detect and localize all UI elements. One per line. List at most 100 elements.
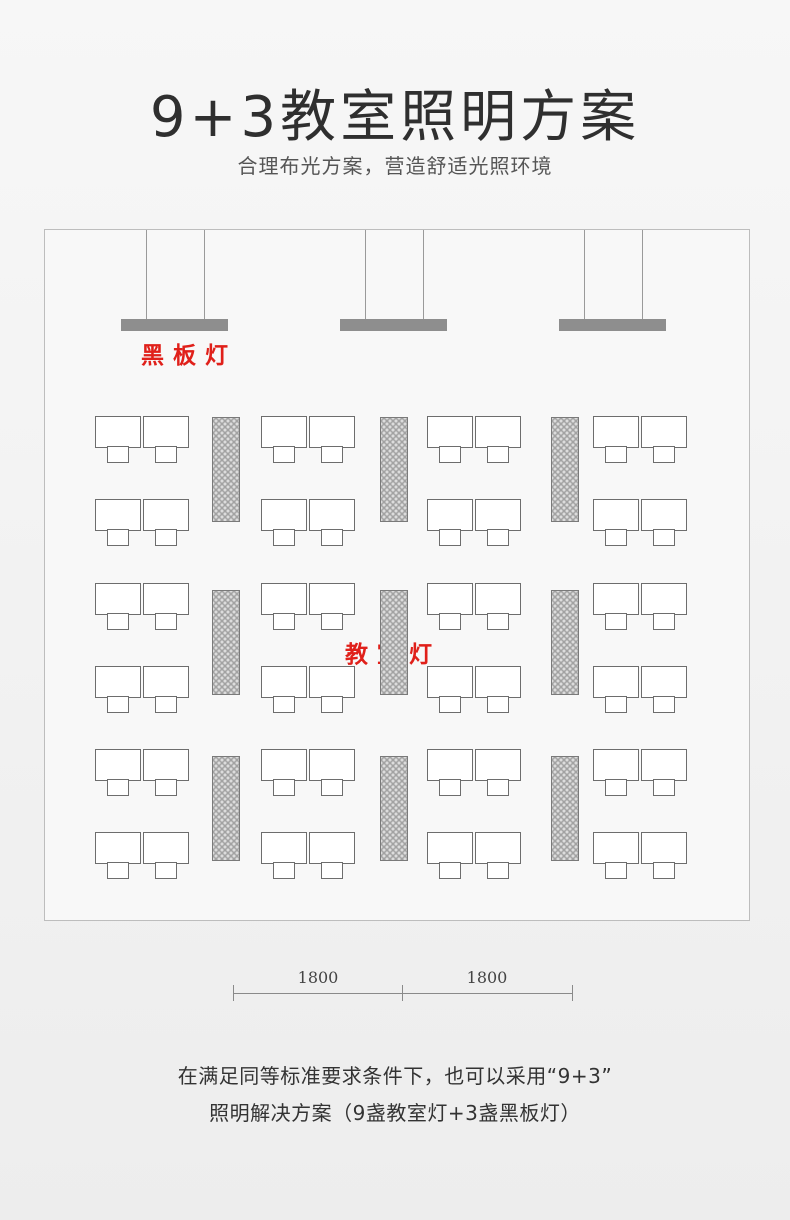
desk [593, 416, 639, 448]
desk [475, 583, 521, 615]
dimension-tick [572, 985, 573, 1001]
desk [95, 583, 141, 615]
chair [321, 446, 343, 463]
chair [487, 529, 509, 546]
desk [309, 749, 355, 781]
chair [439, 862, 461, 879]
chair [605, 862, 627, 879]
chair [107, 529, 129, 546]
desk [261, 749, 307, 781]
desk [593, 499, 639, 531]
desk [641, 583, 687, 615]
chair [653, 779, 675, 796]
chair [273, 696, 295, 713]
chair [273, 779, 295, 796]
chair [487, 446, 509, 463]
chair [321, 613, 343, 630]
chair [321, 696, 343, 713]
desk [309, 666, 355, 698]
desk [641, 666, 687, 698]
desk [475, 416, 521, 448]
blackboard-lamp [340, 319, 447, 331]
chair [487, 696, 509, 713]
dimension-line [233, 993, 573, 994]
chair [653, 696, 675, 713]
desk [593, 832, 639, 864]
chair [107, 862, 129, 879]
chair [653, 613, 675, 630]
classroom-lamp [212, 417, 240, 522]
dimension-tick [402, 985, 403, 1001]
desk [143, 832, 189, 864]
chair [107, 613, 129, 630]
classroom-lamp [551, 756, 579, 861]
chair [155, 529, 177, 546]
page-title: 9+3教室照明方案 [149, 85, 641, 150]
classroom-lamp [380, 417, 408, 522]
desk [427, 749, 473, 781]
desk [143, 416, 189, 448]
desk [427, 583, 473, 615]
chair [321, 862, 343, 879]
desk [427, 832, 473, 864]
chair [605, 446, 627, 463]
classroom-lamp [380, 756, 408, 861]
chair [155, 779, 177, 796]
desk [475, 832, 521, 864]
desk [95, 416, 141, 448]
desk [593, 583, 639, 615]
desk [143, 583, 189, 615]
suspension-wire [204, 230, 205, 319]
chair [439, 779, 461, 796]
chair [439, 613, 461, 630]
chair [273, 529, 295, 546]
suspension-wire [365, 230, 366, 319]
desk [309, 583, 355, 615]
desk [261, 583, 307, 615]
classroom-lamp [212, 756, 240, 861]
page-subtitle: 合理布光方案，营造舒适光照环境 [237, 154, 553, 178]
chair [107, 446, 129, 463]
chair [653, 446, 675, 463]
chair [321, 529, 343, 546]
chair [273, 613, 295, 630]
chair [487, 613, 509, 630]
chair [605, 696, 627, 713]
chair [605, 779, 627, 796]
desk [641, 416, 687, 448]
chair [439, 529, 461, 546]
dimension-label-left: 1800 [297, 968, 339, 987]
chair [439, 696, 461, 713]
chair [487, 862, 509, 879]
classroom-lamp [380, 590, 408, 695]
desk [309, 499, 355, 531]
desk [143, 499, 189, 531]
suspension-wire [642, 230, 643, 319]
suspension-wire [423, 230, 424, 319]
desk [261, 666, 307, 698]
blackboard-lamp-label: 黑板灯 [141, 342, 237, 369]
desk [427, 416, 473, 448]
chair [321, 779, 343, 796]
desk [593, 749, 639, 781]
chair [653, 529, 675, 546]
chair [605, 529, 627, 546]
desk [95, 666, 141, 698]
desk [475, 499, 521, 531]
caption-line-2: 照明解决方案（9盏教室灯+3盏黑板灯） [209, 1101, 581, 1125]
chair [107, 779, 129, 796]
chair [605, 613, 627, 630]
chair [107, 696, 129, 713]
desk [309, 832, 355, 864]
desk [261, 832, 307, 864]
classroom-lamp [212, 590, 240, 695]
desk [143, 666, 189, 698]
desk [95, 499, 141, 531]
dimension-tick [233, 985, 234, 1001]
desk [427, 499, 473, 531]
chair [155, 696, 177, 713]
chair [273, 862, 295, 879]
classroom-lamp [551, 590, 579, 695]
desk [593, 666, 639, 698]
dimension-label-right: 1800 [466, 968, 508, 987]
